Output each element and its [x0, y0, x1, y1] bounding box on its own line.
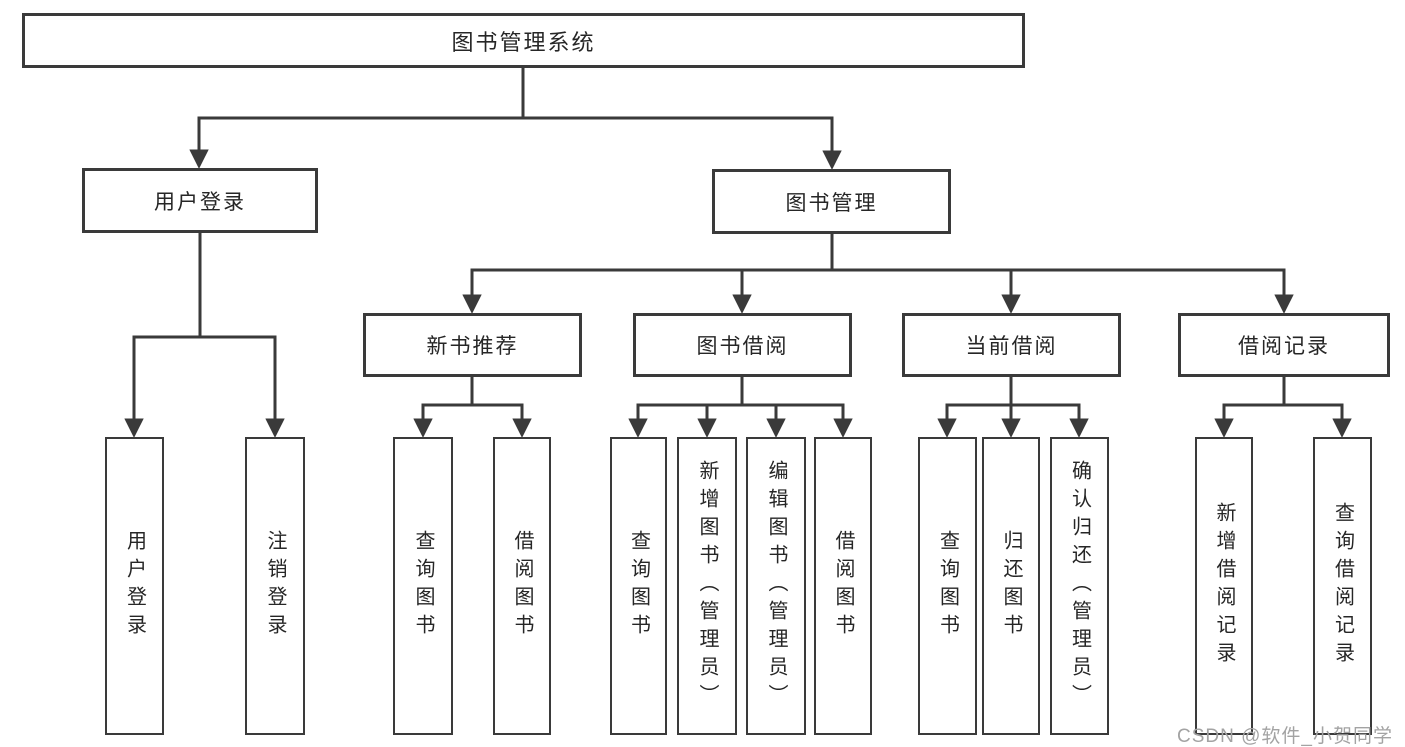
- leaf-query-books-borrowing: 查询图书: [610, 437, 667, 735]
- leaf-logout: 注销登录: [245, 437, 305, 735]
- leaf-add-book-admin: 新增图书（管理员）: [677, 437, 737, 735]
- connector-book-management-children: [462, 232, 1294, 314]
- node-library-management-system: 图书管理系统: [22, 13, 1025, 68]
- leaf-query-borrow-record: 查询借阅记录: [1313, 437, 1372, 735]
- leaf-return-books: 归还图书: [982, 437, 1040, 735]
- leaf-borrow-books-borrowing: 借阅图书: [814, 437, 872, 735]
- leaf-confirm-return-admin: 确认归还（管理员）: [1050, 437, 1109, 735]
- leaf-query-books-current: 查询图书: [918, 437, 977, 735]
- leaf-borrow-books-recommendation: 借阅图书: [493, 437, 551, 735]
- connector-current-borrowing-children: [937, 375, 1089, 438]
- watermark: CSDN @软件_小贺同学: [1177, 726, 1393, 747]
- leaf-query-books-recommendation: 查询图书: [393, 437, 453, 735]
- node-new-book-recommendation: 新书推荐: [363, 313, 582, 377]
- node-book-management: 图书管理: [712, 169, 951, 234]
- connector-root-to-branches: [189, 66, 842, 170]
- connector-borrowing-records-children: [1214, 375, 1352, 438]
- leaf-add-borrow-record: 新增借阅记录: [1195, 437, 1253, 735]
- node-user-login: 用户登录: [82, 168, 318, 233]
- node-book-borrowing: 图书借阅: [633, 313, 852, 377]
- connector-user-login-children: [124, 231, 285, 438]
- connector-book-borrowing-children: [628, 375, 853, 438]
- node-current-borrowing: 当前借阅: [902, 313, 1121, 377]
- connector-new-book-recommendation-children: [413, 375, 532, 438]
- leaf-user-login: 用户登录: [105, 437, 164, 735]
- leaf-edit-book-admin: 编辑图书（管理员）: [746, 437, 806, 735]
- node-borrowing-records: 借阅记录: [1178, 313, 1390, 377]
